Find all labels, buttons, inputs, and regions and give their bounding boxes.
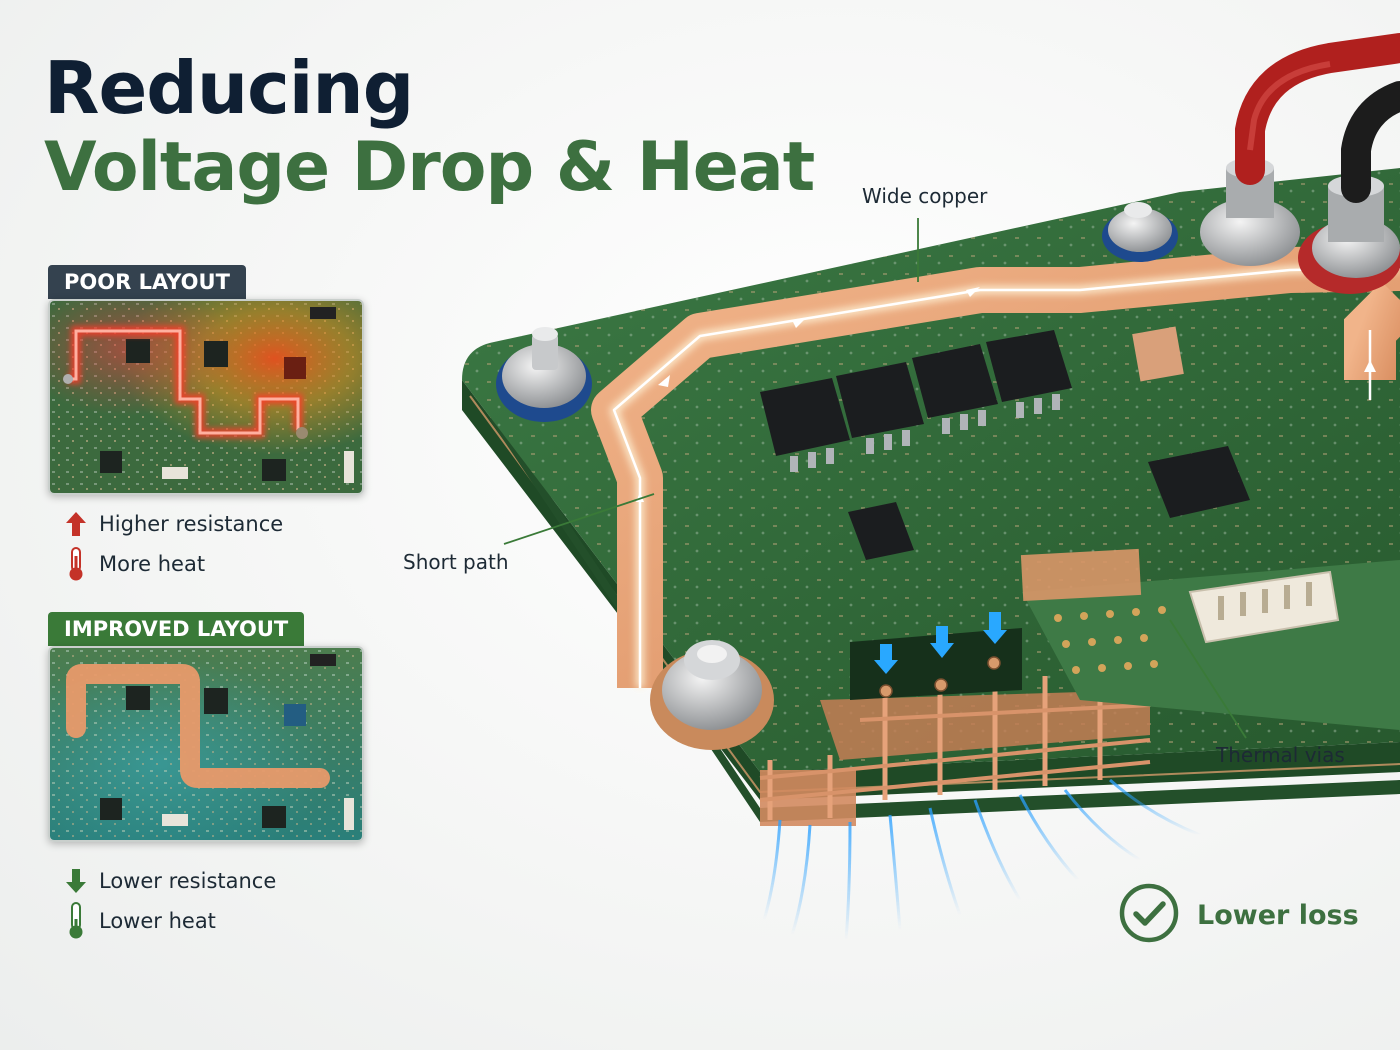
arrow-up-icon xyxy=(62,511,90,537)
improved-item-2: Lower heat xyxy=(62,901,216,941)
improved-layout-thumbnail xyxy=(48,646,364,842)
lower-loss-label: Lower loss xyxy=(1197,900,1359,931)
black-cable xyxy=(1341,81,1400,203)
title-line-1: Reducing xyxy=(44,46,414,130)
thermometer-hot-icon xyxy=(62,546,90,582)
callout-thermal-vias: Thermal vias xyxy=(1216,743,1345,767)
improved-item-2-label: Lower heat xyxy=(99,909,216,933)
improved-item-1: Lower resistance xyxy=(62,864,276,898)
blue-flow-arrows xyxy=(874,612,1007,674)
airflow-lines xyxy=(762,778,1201,941)
wide-copper-trace xyxy=(591,245,1400,688)
lower-loss-badge: Lower loss xyxy=(1118,882,1359,949)
callout-wide-copper: Wide copper xyxy=(862,184,988,208)
improved-layout-tag: IMPROVED LAYOUT xyxy=(48,612,305,646)
arrow-down-icon xyxy=(62,868,90,894)
thermal-vias xyxy=(759,672,1151,826)
title-line-2: Voltage Drop & Heat xyxy=(44,128,815,207)
poor-layout-tag: POOR LAYOUT xyxy=(48,265,246,299)
improved-item-1-label: Lower resistance xyxy=(99,869,277,893)
poor-item-1-label: Higher resistance xyxy=(99,512,284,536)
poor-layout-thumbnail xyxy=(48,299,364,495)
page-title: Reducing Voltage Drop & Heat xyxy=(44,46,815,207)
poor-item-2-label: More heat xyxy=(99,552,206,576)
callout-short-path: Short path xyxy=(403,550,509,574)
poor-item-1: Higher resistance xyxy=(62,507,283,541)
mosfet-array xyxy=(760,330,1072,472)
check-circle-icon xyxy=(1118,882,1180,949)
poor-item-2: More heat xyxy=(62,547,205,581)
microcontroller-chip xyxy=(1148,446,1250,518)
thermometer-cool-icon xyxy=(62,901,90,941)
